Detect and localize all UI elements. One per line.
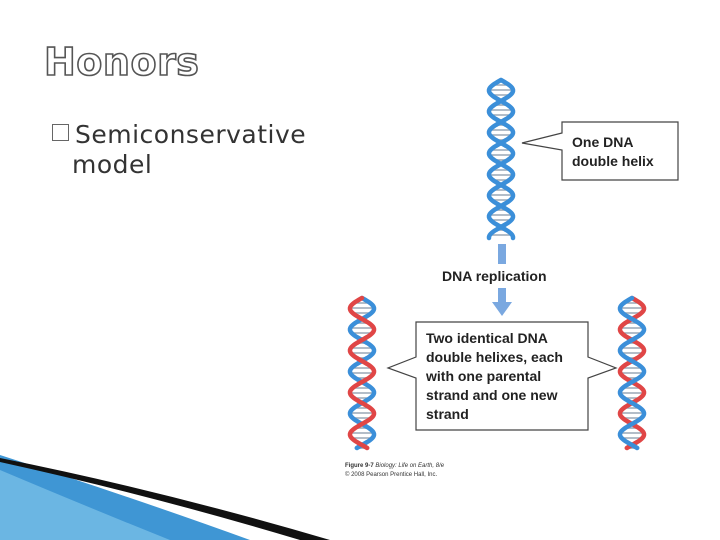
figure-caption: Figure 9-7 Biology: Life on Earth, 8/e ©… — [345, 462, 444, 480]
bullet-text-line1: Semiconservative — [75, 120, 307, 149]
caption-copyright: © 2008 Pearson Prentice Hall, Inc. — [345, 472, 438, 478]
callout-bottom: Two identical DNA double helixes, each w… — [386, 321, 618, 431]
callout-bottom-line4: strand and one new — [426, 387, 558, 403]
caption-figure-ref: Figure 9-7 — [345, 463, 374, 469]
parent-helix — [486, 77, 516, 241]
bullet-item: Semiconservative model — [52, 120, 306, 180]
callout-bottom-line1: Two identical DNA — [426, 330, 548, 346]
dna-strand — [486, 77, 516, 241]
callout-bottom-line3: with one parental — [425, 368, 541, 384]
daughter-helix-right — [617, 295, 647, 451]
decorative-swoosh — [0, 455, 330, 540]
dna-strand — [347, 295, 377, 451]
bullet-text-line2: model — [72, 150, 153, 179]
replication-arrow: DNA replication — [442, 244, 547, 316]
daughter-helix-left — [347, 295, 377, 451]
bullet-box-icon — [52, 124, 69, 141]
dna-strand — [617, 295, 647, 451]
callout-top-line1: One DNA — [572, 134, 633, 150]
arrow-label: DNA replication — [442, 268, 547, 284]
callout-top: One DNA double helix — [521, 121, 679, 181]
callout-bottom-line2: double helixes, each — [426, 349, 563, 365]
dna-strand — [486, 77, 516, 241]
caption-book: Biology: Life on Earth, 8/e — [375, 463, 445, 469]
callout-top-line2: double helix — [572, 153, 654, 169]
page-title: Honors — [43, 39, 200, 85]
callout-bottom-line5: strand — [426, 406, 469, 422]
